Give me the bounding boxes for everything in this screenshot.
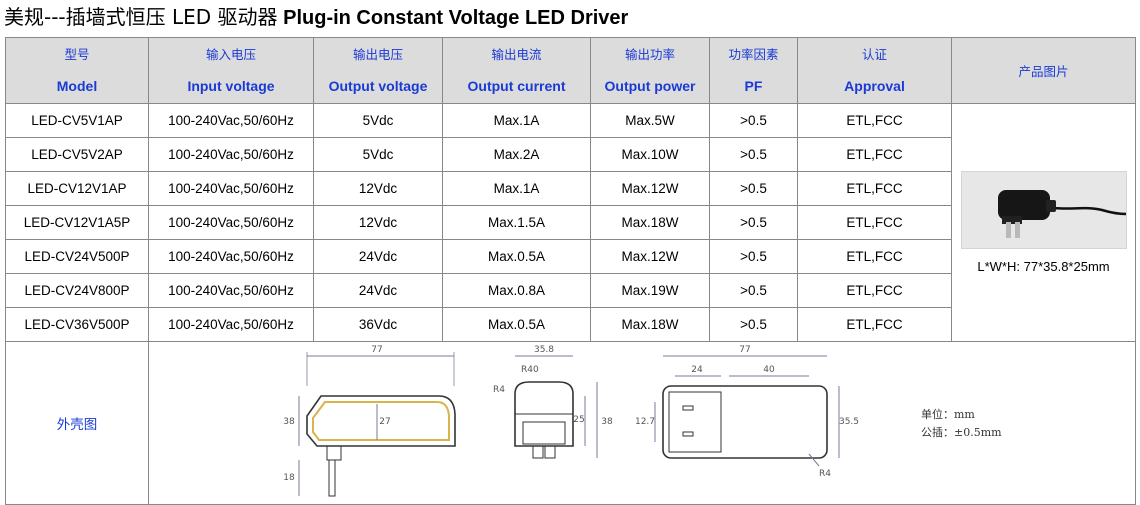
side-height-label: 38 [283, 417, 295, 427]
cell-output-power: Max.18W [590, 307, 710, 342]
cell-output-current: Max.0.8A [442, 273, 591, 308]
cell-pf: >0.5 [709, 239, 798, 274]
table-row: LED-CV12V1A5P 100-240Vac,50/60Hz 12Vdc M… [5, 205, 1136, 240]
top-radius-label: R4 [819, 469, 831, 479]
top-pitch-label: 12.7 [635, 417, 655, 427]
page-title: 美规---插墙式恒压 LED 驱动器 Plug-in Constant Volt… [4, 2, 628, 32]
cell-pf: >0.5 [709, 103, 798, 138]
front-view-drawing [514, 355, 598, 459]
technical-drawing: 77 38 27 18 35.8 R40 R4 25 38 77 24 40 3… [283, 345, 859, 497]
product-image-cell: L*W*H: 77*35.8*25mm [951, 103, 1136, 342]
table-row: LED-CV12V1AP 100-240Vac,50/60Hz 12Vdc Ma… [5, 171, 1136, 206]
table-row: LED-CV24V800P 100-240Vac,50/60Hz 24Vdc M… [5, 273, 1136, 308]
cell-output-power: Max.12W [590, 239, 710, 274]
side-view-drawing [298, 352, 456, 497]
adapter-photo-icon [961, 172, 1126, 248]
tolerance-note: 公插：±0.5mm [921, 426, 1002, 439]
cell-output-voltage: 12Vdc [313, 205, 443, 240]
cell-model: LED-CV24V500P [5, 239, 149, 274]
cell-approval: ETL,FCC [797, 307, 952, 342]
table-row: LED-CV5V1AP 100-240Vac,50/60Hz 5Vdc Max.… [5, 103, 1136, 342]
cell-output-voltage: 36Vdc [313, 307, 443, 342]
front-width-label: 35.8 [534, 345, 554, 355]
cell-model: LED-CV12V1AP [5, 171, 149, 206]
cell-output-power: Max.5W [590, 103, 710, 138]
side-inner-label: 27 [379, 417, 390, 427]
drawing-row: 外壳图 [5, 341, 1136, 505]
cell-input: 100-240Vac,50/60Hz [148, 307, 314, 342]
front-r1-label: R40 [521, 365, 539, 375]
cell-model: LED-CV24V800P [5, 273, 149, 308]
top-width-label: 35.5 [839, 417, 859, 427]
shell-drawing-cell: 77 38 27 18 35.8 R40 R4 25 38 77 24 40 3… [148, 341, 1136, 505]
top-view-drawing [654, 355, 840, 467]
cell-pf: >0.5 [709, 171, 798, 206]
cell-input: 100-240Vac,50/60Hz [148, 273, 314, 308]
cell-model: LED-CV5V2AP [5, 137, 149, 172]
cell-approval: ETL,FCC [797, 171, 952, 206]
cell-input: 100-240Vac,50/60Hz [148, 103, 314, 138]
cell-output-power: Max.12W [590, 171, 710, 206]
cell-input: 100-240Vac,50/60Hz [148, 205, 314, 240]
cell-output-current: Max.0.5A [442, 239, 591, 274]
side-pin-label: 18 [283, 473, 295, 483]
cell-input: 100-240Vac,50/60Hz [148, 171, 314, 206]
cell-output-voltage: 24Vdc [313, 239, 443, 274]
cell-output-voltage: 24Vdc [313, 273, 443, 308]
unit-note: 单位：mm [921, 408, 975, 421]
cell-output-current: Max.1.5A [442, 205, 591, 240]
cell-output-current: Max.1A [442, 171, 591, 206]
cell-input: 100-240Vac,50/60Hz [148, 239, 314, 274]
cell-approval: ETL,FCC [797, 239, 952, 274]
cell-output-current: Max.2A [442, 137, 591, 172]
cell-output-voltage: 12Vdc [313, 171, 443, 206]
header-product-image: 产品图片 [951, 37, 1136, 104]
cell-output-power: Max.19W [590, 273, 710, 308]
cell-output-current: Max.0.5A [442, 307, 591, 342]
cell-model: LED-CV5V1AP [5, 103, 149, 138]
title-en: Plug-in Constant Voltage LED Driver [283, 7, 629, 29]
cell-input: 100-240Vac,50/60Hz [148, 137, 314, 172]
side-length-label: 77 [371, 345, 382, 355]
shell-drawing-label: 外壳图 [5, 341, 149, 505]
product-photo [960, 171, 1127, 249]
cell-pf: >0.5 [709, 307, 798, 342]
cell-approval: ETL,FCC [797, 205, 952, 240]
cell-output-power: Max.10W [590, 137, 710, 172]
table-row: LED-CV5V2AP 100-240Vac,50/60Hz 5Vdc Max.… [5, 137, 1136, 172]
cell-approval: ETL,FCC [797, 273, 952, 308]
cell-pf: >0.5 [709, 273, 798, 308]
cell-approval: ETL,FCC [797, 137, 952, 172]
cell-model: LED-CV12V1A5P [5, 205, 149, 240]
cell-pf: >0.5 [709, 205, 798, 240]
top-length-label: 77 [739, 345, 750, 355]
cell-model: LED-CV36V500P [5, 307, 149, 342]
cell-output-voltage: 5Vdc [313, 137, 443, 172]
front-h1-label: 25 [573, 415, 584, 425]
table-row: LED-CV36V500P 100-240Vac,50/60Hz 36Vdc M… [5, 307, 1136, 342]
cell-output-current: Max.1A [442, 103, 591, 138]
cell-approval: ETL,FCC [797, 103, 952, 138]
top-d1-label: 24 [691, 365, 703, 375]
front-r2-label: R4 [493, 385, 505, 395]
front-h2-label: 38 [601, 417, 613, 427]
cell-output-voltage: 5Vdc [313, 103, 443, 138]
table-row: LED-CV24V500P 100-240Vac,50/60Hz 24Vdc M… [5, 239, 1136, 274]
title-cn: 美规---插墙式恒压 LED 驱动器 [4, 5, 278, 29]
product-dimensions: L*W*H: 77*35.8*25mm [977, 259, 1110, 274]
top-d2-label: 40 [763, 365, 775, 375]
cell-output-power: Max.18W [590, 205, 710, 240]
cell-pf: >0.5 [709, 137, 798, 172]
